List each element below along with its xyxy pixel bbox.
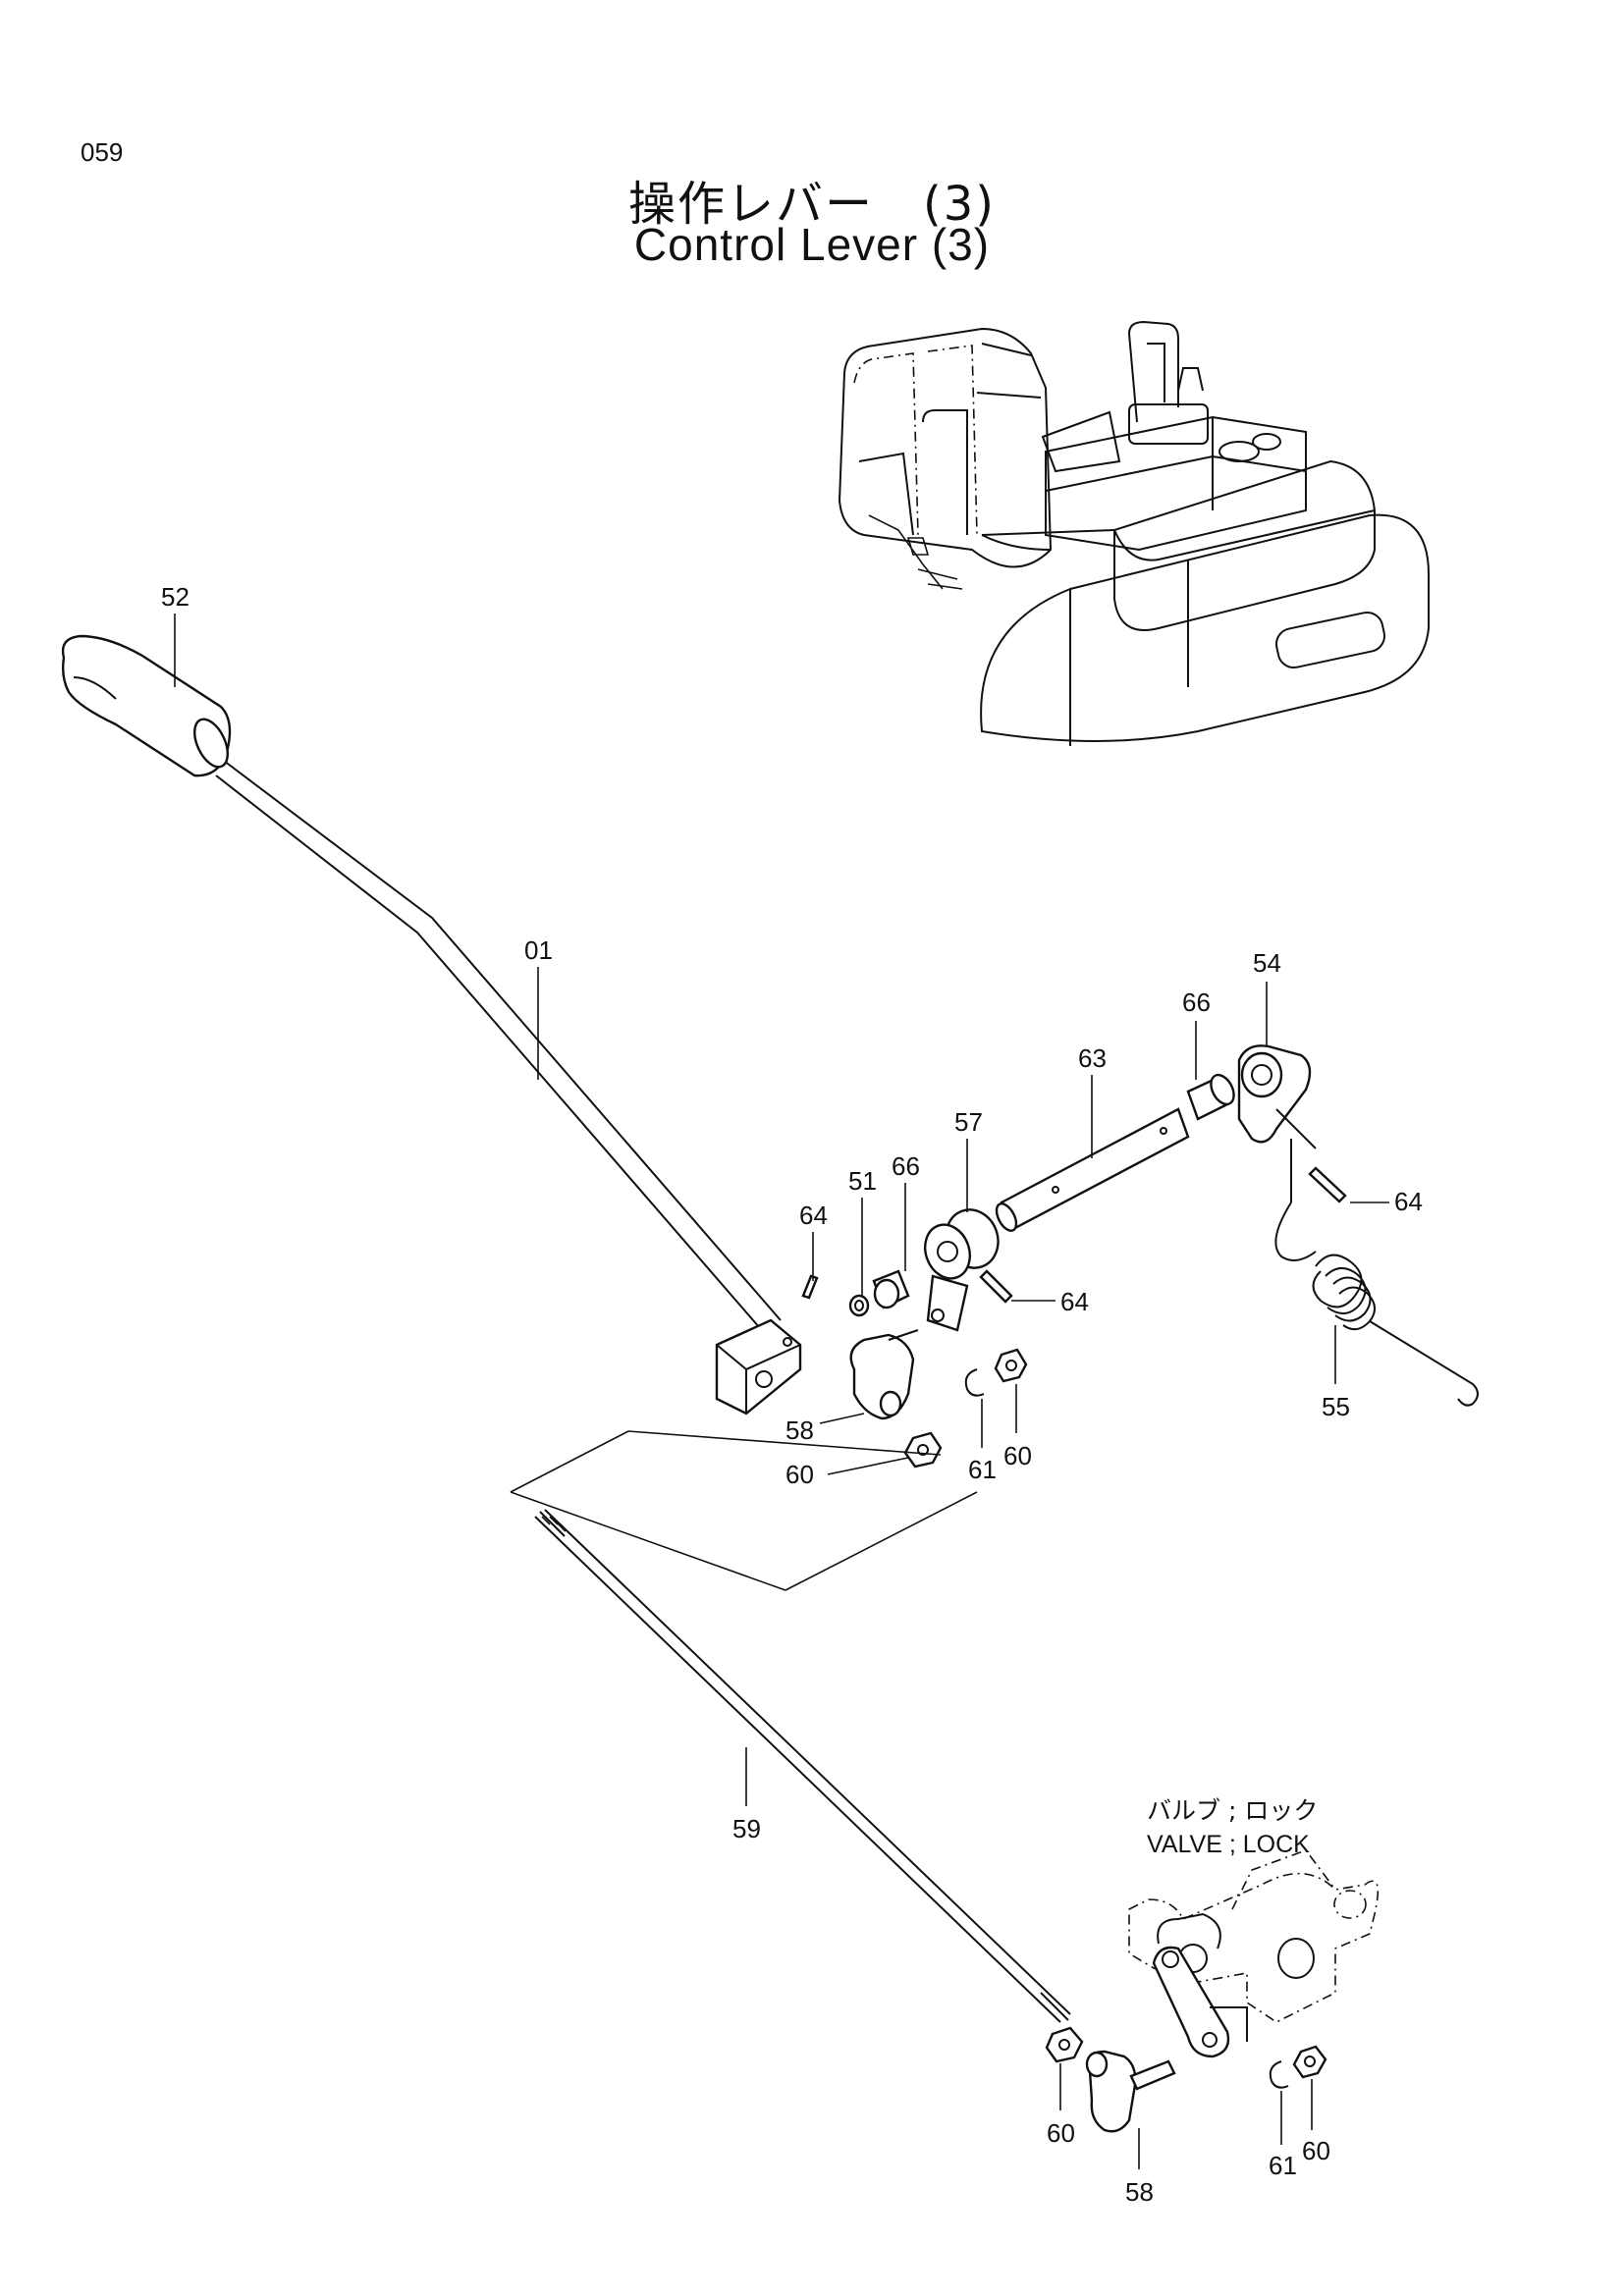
callout-58-upper: 58 xyxy=(785,1415,814,1445)
callout-61-upper: 61 xyxy=(968,1455,997,1484)
snap-ring-61-lower xyxy=(1269,2060,1289,2089)
collar-66-left xyxy=(872,1269,910,1309)
pin-64-right xyxy=(1308,1166,1347,1203)
callout-64-left: 64 xyxy=(799,1201,828,1230)
callout-51: 51 xyxy=(848,1166,877,1196)
control-lever-01 xyxy=(215,760,802,1415)
callout-60-lower-right: 60 xyxy=(1302,2136,1330,2165)
lock-valve xyxy=(1128,1849,1380,2058)
callout-54: 54 xyxy=(1253,948,1281,978)
nut-60-upper-right xyxy=(994,1348,1028,1383)
excavator-overview xyxy=(838,320,1430,746)
washer-51 xyxy=(848,1294,870,1317)
collar-66-right xyxy=(1186,1073,1235,1121)
callout-64-right: 64 xyxy=(1394,1187,1423,1216)
callout-59: 59 xyxy=(732,1814,761,1843)
callout-55: 55 xyxy=(1322,1392,1350,1421)
bracket-57 xyxy=(924,1208,1000,1332)
nut-60-lower-left xyxy=(1045,2026,1084,2063)
nut-60-upper-left xyxy=(903,1431,943,1468)
pin-64-center xyxy=(979,1269,1013,1304)
callout-66-right: 66 xyxy=(1182,988,1211,1017)
callout-64-center: 64 xyxy=(1060,1287,1089,1316)
page-title-english: Control Lever (3) xyxy=(633,219,991,270)
callout-60-upper-right: 60 xyxy=(1003,1441,1032,1470)
page-title-japanese: 操作レバー (3) xyxy=(628,177,996,232)
callouts: 52 01 54 66 63 57 66 51 64 64 64 55 58 6… xyxy=(161,582,1423,2207)
callout-60-upper-left: 60 xyxy=(785,1460,814,1489)
bracket-54 xyxy=(1237,1044,1317,1149)
nut-60-lower-right xyxy=(1292,2045,1327,2079)
pin-64-left xyxy=(801,1274,819,1300)
callout-52: 52 xyxy=(161,582,189,612)
callout-57: 57 xyxy=(954,1107,983,1137)
snap-ring-61-upper xyxy=(964,1368,985,1397)
callout-63: 63 xyxy=(1078,1043,1107,1073)
leader-lines xyxy=(174,614,1389,2169)
callout-66-left: 66 xyxy=(892,1151,920,1181)
callout-58-lower: 58 xyxy=(1125,2177,1154,2207)
grip-52 xyxy=(61,634,232,777)
page-number: 059 xyxy=(81,137,124,167)
spring-55 xyxy=(1274,1139,1479,1407)
rod-59 xyxy=(534,1509,1071,2023)
callout-60-lower-left: 60 xyxy=(1047,2118,1075,2148)
callout-61-lower: 61 xyxy=(1269,2151,1297,2180)
group-bracket xyxy=(510,1430,978,1591)
rod-end-58-lower xyxy=(1085,2050,1176,2133)
valve-lock-label-en: VALVE ; LOCK xyxy=(1147,1831,1310,1858)
shaft-63 xyxy=(995,1107,1190,1232)
rod-end-58-upper xyxy=(849,1329,919,1420)
callout-01: 01 xyxy=(524,935,553,965)
valve-lock-label-jp: バルブ ; ロック xyxy=(1147,1796,1318,1825)
